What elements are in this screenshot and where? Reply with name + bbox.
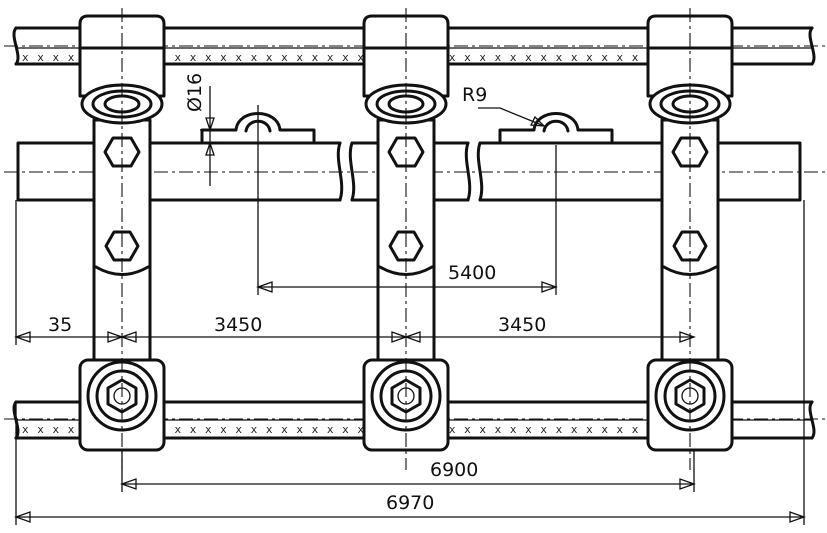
dimension-labels: 35 3450 3450 5400 6900 6970 Ø16 R9 <box>48 73 546 514</box>
dim-35: 35 <box>48 314 72 336</box>
top-tube-hatch: x x x x x x x x x x x x x x x x x x x x … <box>22 51 700 64</box>
dimension-lines <box>14 86 806 525</box>
assembly-left <box>78 6 166 472</box>
dim-6900: 6900 <box>430 459 478 481</box>
bottom-tube-hatch: x x x x x x x x x x x x x x x x x x x x … <box>22 423 700 436</box>
clamp-right <box>498 112 614 144</box>
dim-6970: 6970 <box>386 492 434 514</box>
dim-3450-left: 3450 <box>214 314 262 336</box>
dim-5400: 5400 <box>448 262 496 284</box>
dim-3450-right: 3450 <box>498 314 546 336</box>
assembly-center <box>362 6 450 472</box>
assembly-right <box>646 6 734 472</box>
dim-radius-9: R9 <box>462 84 487 106</box>
dim-diameter-16: Ø16 <box>184 73 206 112</box>
